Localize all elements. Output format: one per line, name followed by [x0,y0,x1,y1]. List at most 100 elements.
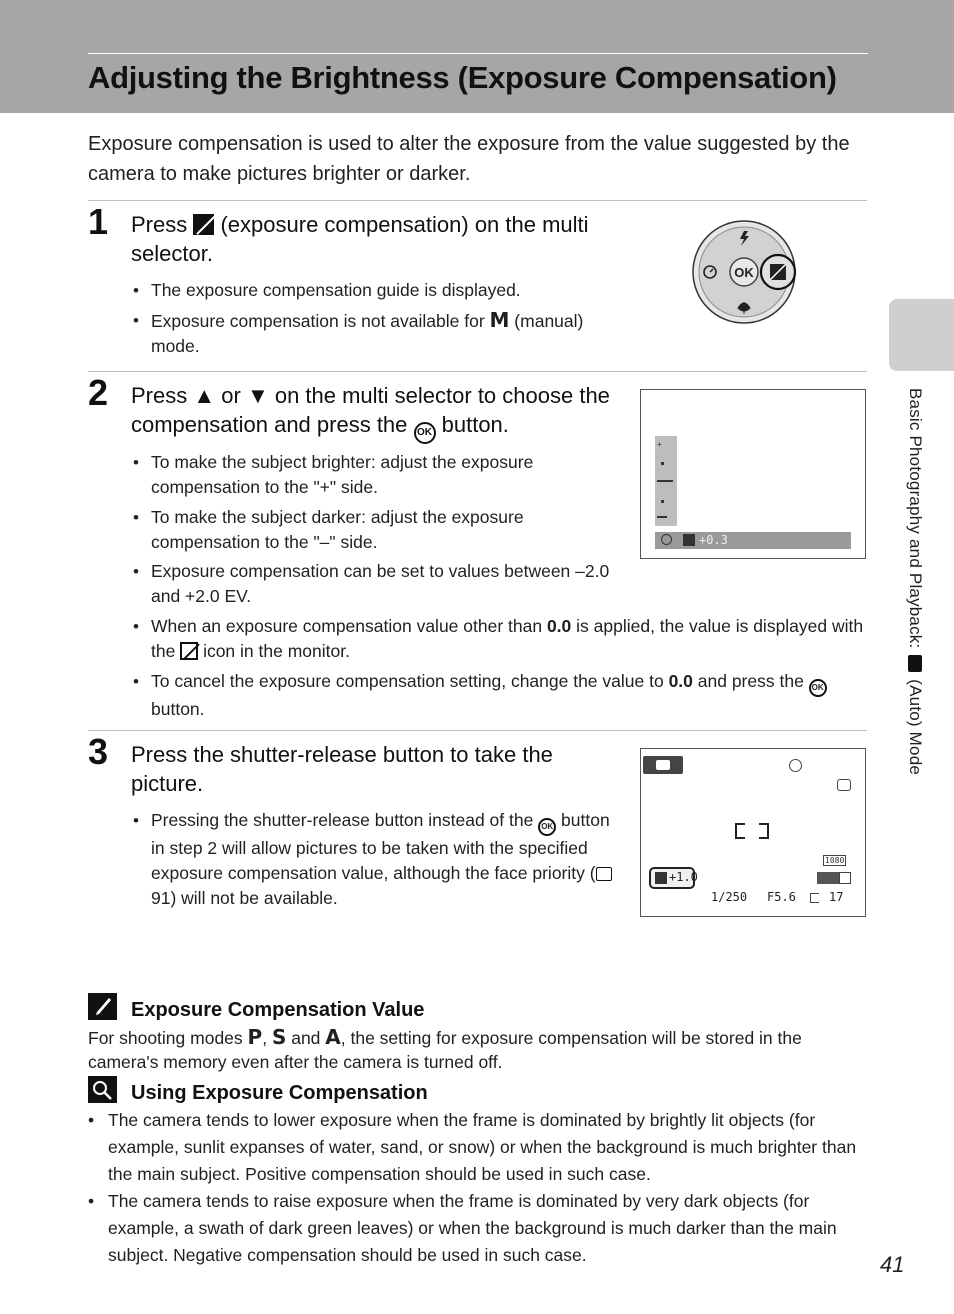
step-2-wide-bullets: •When an exposure compensation value oth… [131,614,871,726]
note-item-text: The camera tends to raise exposure when … [108,1191,837,1265]
bullet-text: ) will not be available. [170,888,338,908]
movie-mode-label: 1080 [823,855,847,866]
step-1-number: 1 [88,201,109,242]
exposure-value: +0.3 [699,533,728,547]
list-item: •Exposure compensation can be set to val… [133,561,610,606]
scale-current-marker [657,480,673,482]
bullet-text: To make the subject darker: adjust the e… [151,506,524,552]
list-item: •When an exposure compensation value oth… [133,616,864,661]
step-2-number: 2 [88,372,109,413]
memory-icon [810,893,819,903]
intro-paragraph: Exposure compensation is used to alter t… [88,133,850,185]
header-band [0,0,954,113]
side-text-after: (Auto) Mode [906,674,925,776]
monitor-shooting-screen: 1080 +1.0 1/250 F5.6 17 [640,748,866,917]
pencil-note-icon [88,993,117,1020]
list-item: •The camera tends to raise exposure when… [88,1191,837,1265]
list-item: •The camera tends to lower exposure when… [88,1110,857,1184]
ok-button-icon: OK [538,818,557,836]
focus-bracket-right [759,823,769,839]
page-number: 41 [880,1252,905,1277]
step-1-heading-text-2: (exposure compensation) on the multi sel… [131,212,589,266]
frames-remaining: 17 [829,890,844,904]
heading-text: on the multi selector to choose the comp… [131,383,610,437]
note-text: For shooting modes [88,1028,248,1048]
scale-plus-mark: + [657,440,662,449]
shutter-speed: 1/250 [711,890,748,904]
side-tab [889,299,954,371]
mode-a-symbol: A [325,1025,341,1049]
down-arrow-icon: ▼ [246,383,269,408]
exposure-compensation-icon [683,534,695,546]
note-text: , [262,1028,272,1048]
heading-text: button. [435,412,509,437]
camera-icon [908,655,922,673]
bullet-text: and press the [692,670,809,691]
list-item: •Exposure compensation is not available … [133,307,584,356]
scale-minus-mark [657,516,667,518]
image-size-icon [839,872,851,884]
section-divider [88,730,867,731]
multi-selector-diagram: OK [692,220,797,324]
step-1-heading: Press (exposure compensation) on the mul… [131,210,601,268]
monitor-exposure-guide: + +0.3 [640,389,866,559]
note-2-list: •The camera tends to lower exposure when… [88,1107,868,1269]
step-1-bullets: •The exposure compensation guide is disp… [131,278,621,363]
vibration-reduction-icon [837,779,851,791]
bullet-text: Exposure compensation can be set to valu… [151,561,610,606]
list-item: •To cancel the exposure compensation set… [131,669,871,722]
ev-indicator: +1.0 [649,867,698,889]
exposure-compensation-icon [180,642,200,661]
step-2-heading: Press ▲ or ▼ on the multi selector to ch… [131,381,631,444]
monitor-status-bar: +0.3 [655,532,851,549]
list-item: •To make the subject darker: adjust the … [133,506,524,552]
heading-text: Press [131,383,194,408]
side-chapter-label: Basic Photography and Playback: (Auto) M… [905,388,925,775]
page-title: Adjusting the Brightness (Exposure Compe… [88,60,837,95]
ok-button-icon [729,257,759,287]
bullet-text: When an exposure compensation value othe… [151,616,547,636]
ok-button-icon: OK [808,678,827,697]
ok-label: OK [734,265,754,280]
heading-text: or [215,383,247,408]
list-item: •Pressing the shutter-release button ins… [133,810,612,908]
step-2-bullets: •To make the subject brighter: adjust th… [131,450,611,614]
bullet-text: Exposure compensation is not available f… [151,310,490,331]
camera-icon [656,760,670,770]
flash-icon [740,231,749,246]
bullet-text: To make the subject brighter: adjust the… [151,452,534,497]
bold-value: 0.0 [668,670,693,691]
bullet-text: To cancel the exposure compensation sett… [151,670,669,691]
note-2-title: Using Exposure Compensation [131,1082,428,1104]
section-divider [88,371,867,372]
focus-bracket-left [735,823,745,839]
step-1-heading-text: Press [131,212,194,237]
ok-button-icon: OK [413,422,436,444]
note-text: , the setting for exposure compensation … [88,1028,802,1072]
note-1-body: For shooting modes P, S and A, the setti… [88,1025,868,1074]
step-3-number: 3 [88,731,109,772]
ev-value: +1.0 [669,870,698,884]
note-text: and [286,1028,326,1048]
exposure-compensation-icon [193,214,217,235]
aperture: F5.6 [767,890,796,904]
section-divider [88,200,867,201]
self-timer-icon [703,265,717,279]
side-text-before: Basic Photography and Playback: [906,388,925,654]
exposure-scale: + [655,436,677,526]
up-arrow-icon: ▲ [193,383,216,408]
note-item-text: The camera tends to lower exposure when … [108,1110,857,1184]
bullet-text: icon in the monitor. [198,641,350,661]
list-item: •To make the subject brighter: adjust th… [133,452,534,497]
bullet-text: button. [151,698,205,719]
bullet-text: (manual) mode. [151,310,584,356]
face-priority-icon [789,759,802,772]
tips-magnifier-icon [88,1076,117,1103]
bold-value: 0.0 [546,616,572,636]
book-reference-icon [595,867,612,881]
page-reference: 91 [151,888,171,908]
ok-button-icon [661,534,672,545]
exposure-compensation-icon [655,872,667,884]
header-rule [88,53,868,54]
bullet-text: The exposure compensation guide is displ… [151,280,521,300]
